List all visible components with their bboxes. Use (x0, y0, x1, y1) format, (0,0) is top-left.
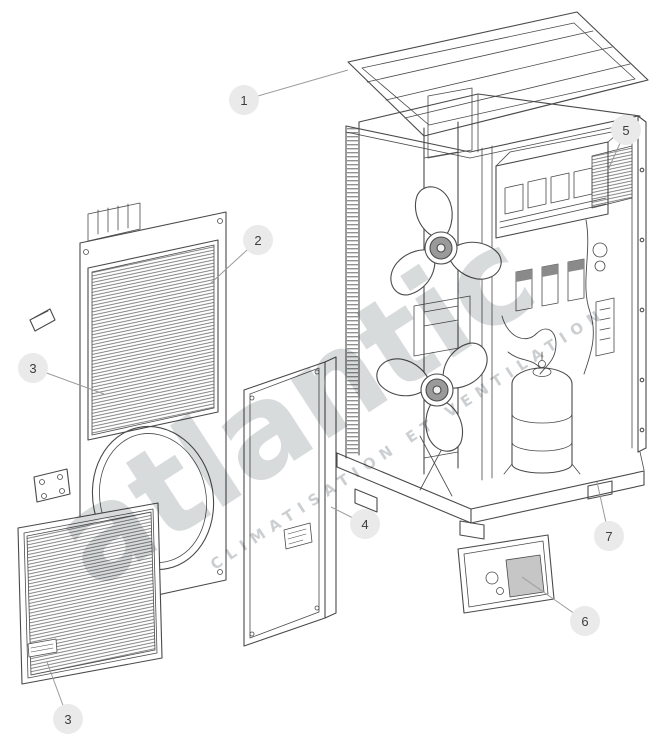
callout-6-badge: 6 (570, 606, 600, 636)
relay-components (515, 242, 615, 357)
part-top-cover (347, 11, 649, 137)
callout-7-badge: 7 (594, 521, 624, 551)
chassis-frame (345, 93, 647, 481)
coil-edge (345, 121, 360, 459)
callout-3-upper-badge: 3 (18, 353, 48, 383)
part-clip (29, 308, 56, 332)
fan-lower (370, 336, 497, 452)
compressor (503, 351, 581, 475)
callout-4-badge: 4 (350, 509, 380, 539)
base-pan (336, 451, 645, 540)
part-side-panel (243, 356, 337, 647)
part-mounting-plate (33, 468, 71, 503)
chassis-assembly (336, 87, 647, 540)
part-front-grille-lower (17, 502, 163, 685)
fan-upper (381, 186, 508, 302)
callout-1-badge: 1 (229, 85, 259, 115)
part-cover-plate (457, 534, 555, 614)
refrigerant-pipes (501, 219, 594, 375)
fan-bracket (413, 87, 473, 497)
callout-5-badge: 5 (611, 115, 641, 145)
callout-2-badge: 2 (243, 225, 273, 255)
callout-3-lower-badge: 3 (53, 704, 83, 734)
